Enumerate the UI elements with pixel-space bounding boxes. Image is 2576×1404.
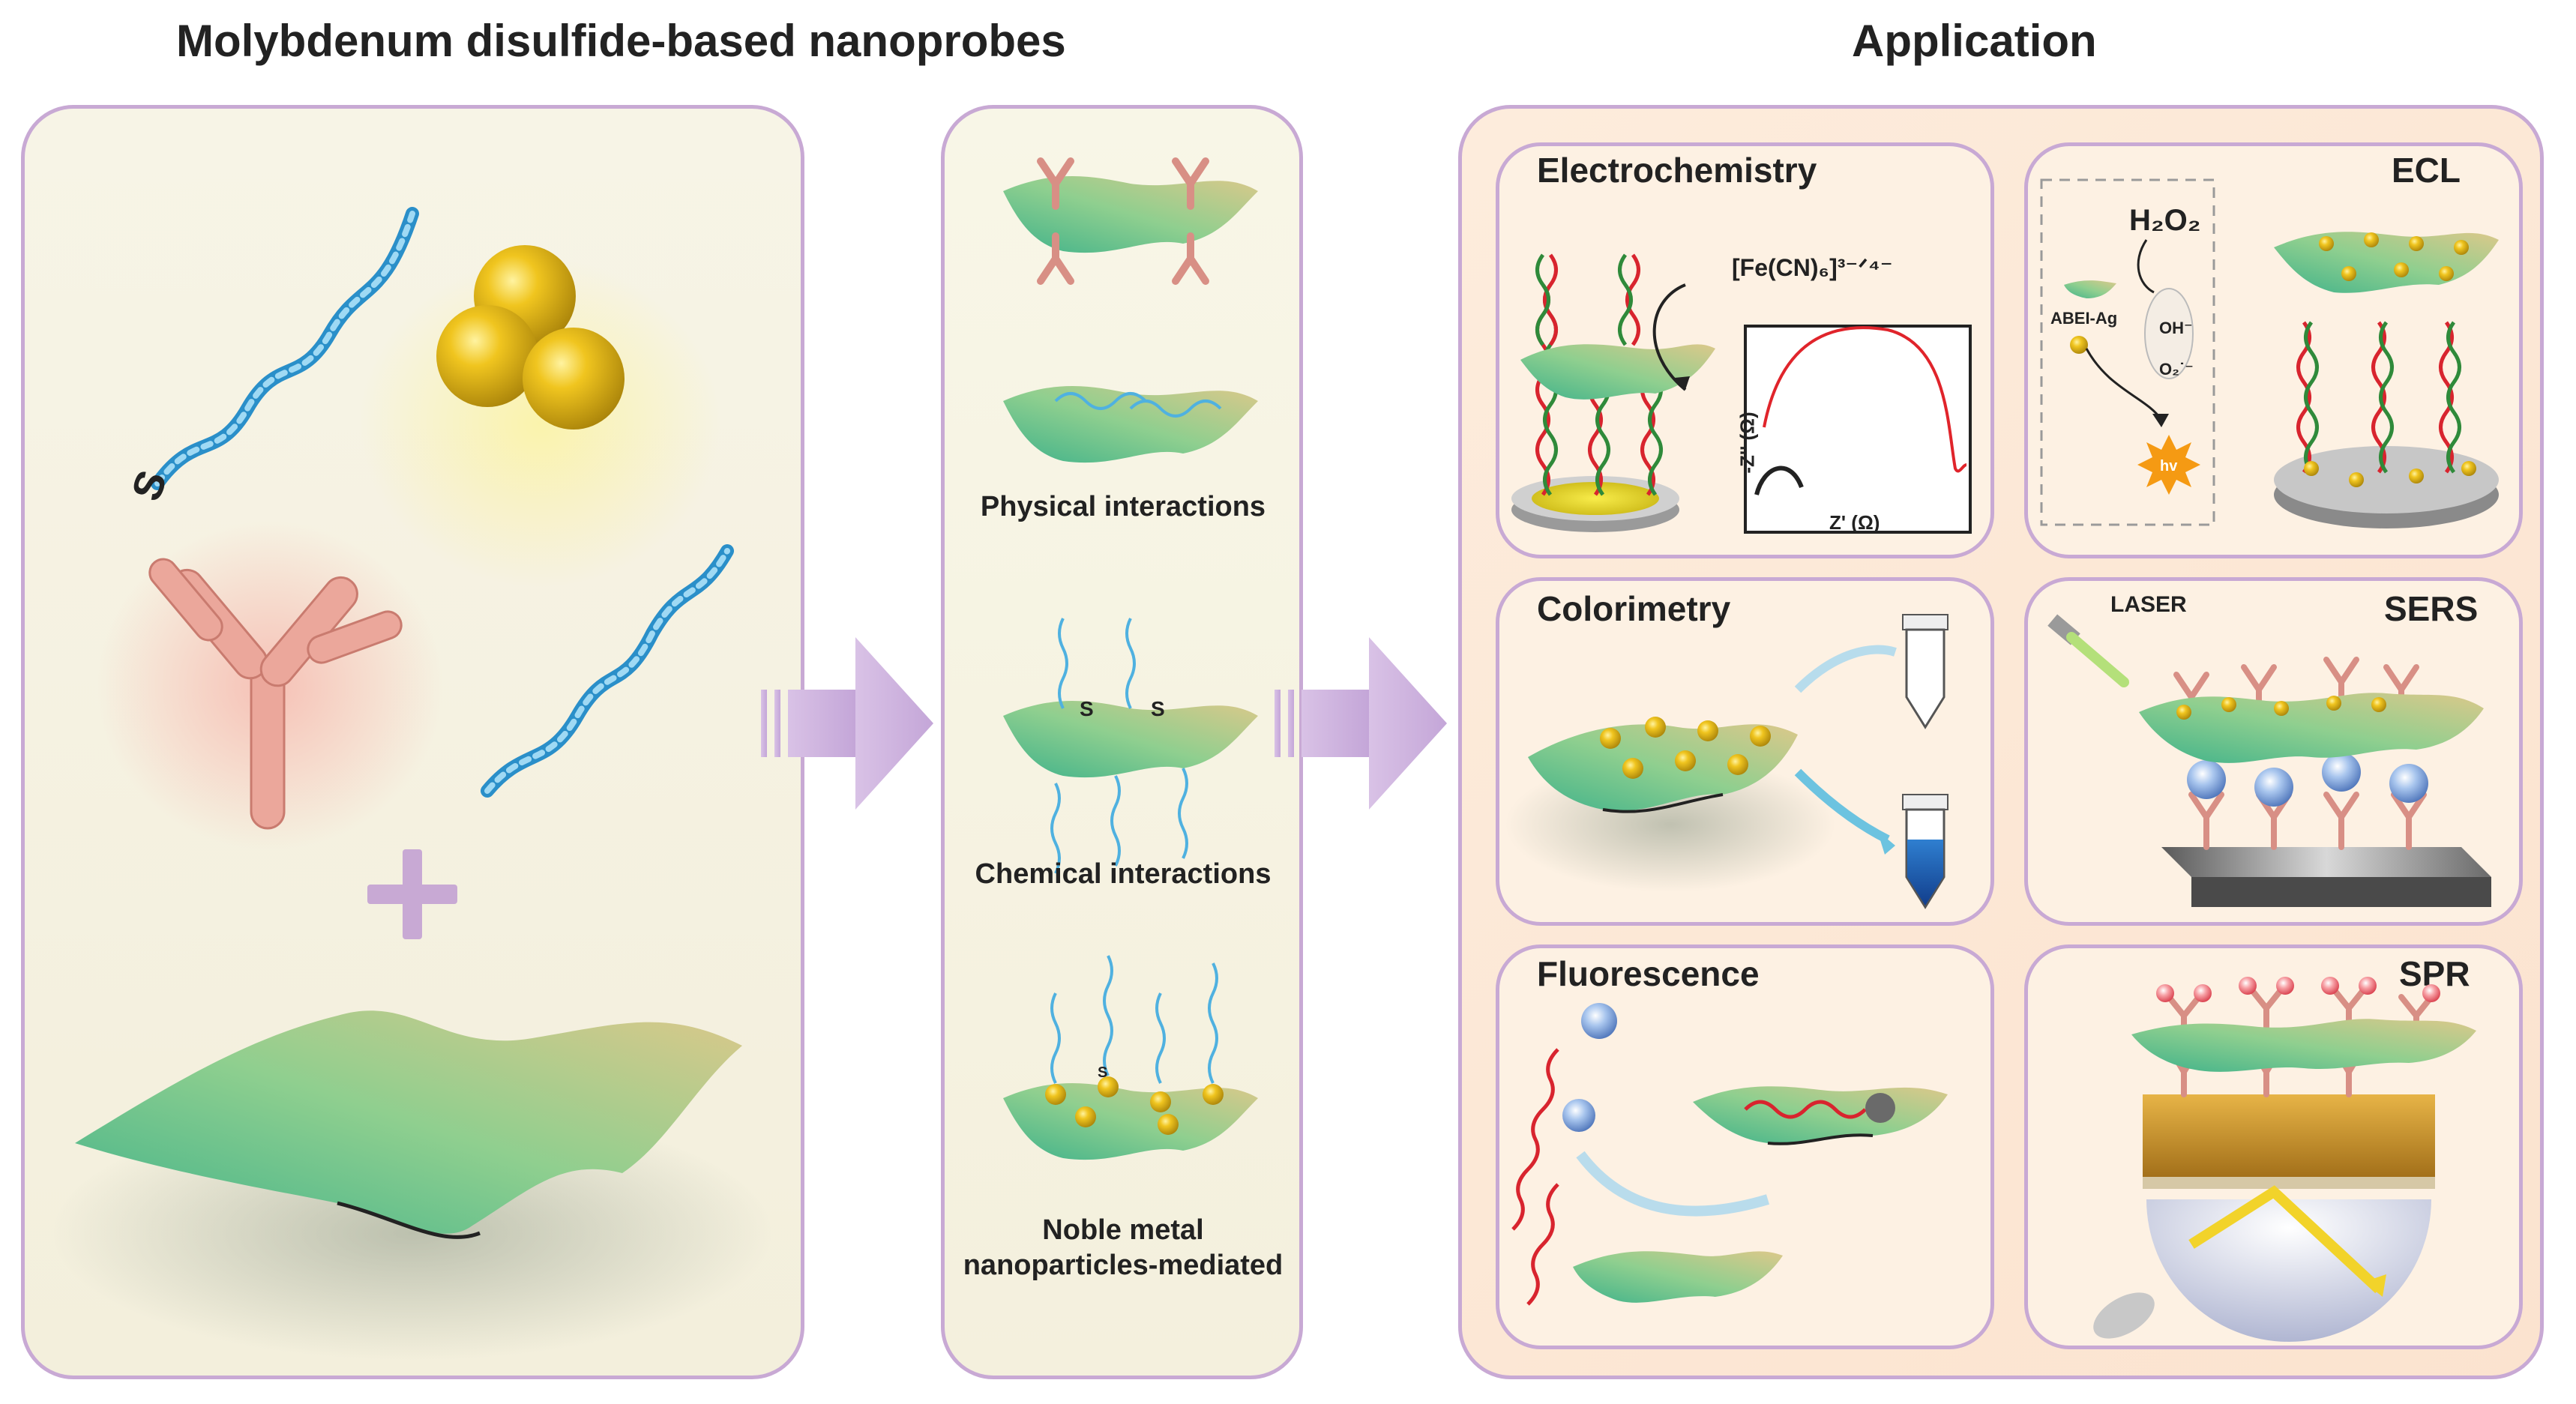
dna-strand-thiol bbox=[151, 207, 419, 490]
electrochemistry-artwork bbox=[1511, 253, 1972, 534]
chemical-s-label-2: S bbox=[1151, 697, 1165, 720]
arrow-right-2 bbox=[1275, 637, 1447, 810]
ecl-artwork bbox=[2040, 178, 2499, 528]
title-fluorescence: Fluorescence bbox=[1537, 954, 1760, 993]
sers-artwork bbox=[2047, 614, 2491, 907]
title-ecl: ECL bbox=[2392, 151, 2461, 190]
left-panel-artwork bbox=[52, 207, 772, 1361]
title-colorimetry: Colorimetry bbox=[1537, 589, 1731, 628]
ferricyanide-label: [Fe(CN)₆]³⁻ᐟ⁴⁻ bbox=[1732, 254, 1893, 281]
spr-artwork bbox=[2093, 977, 2476, 1342]
left-title: Molybdenum disulfide-based nanoprobes bbox=[176, 16, 1066, 66]
label-noble-metal-line1: Noble metal bbox=[1042, 1214, 1204, 1246]
tube-blue bbox=[1902, 794, 1948, 909]
antibody-icon bbox=[148, 558, 403, 830]
plus-icon bbox=[367, 849, 457, 939]
colorimetry-artwork bbox=[1505, 614, 1948, 909]
mos2-sheet bbox=[75, 1010, 742, 1239]
chemical-s-label-1: S bbox=[1080, 697, 1094, 720]
label-chemical-interactions: Chemical interactions bbox=[975, 858, 1272, 890]
label-physical-interactions: Physical interactions bbox=[980, 491, 1266, 522]
superoxide-label: O₂˙⁻ bbox=[2159, 360, 2194, 379]
sheet-noble-metal bbox=[1003, 955, 1258, 1160]
right-title: Application bbox=[1852, 16, 2097, 66]
sheet-chemical-strands bbox=[1003, 618, 1258, 874]
gold-nanoparticle-cluster bbox=[436, 245, 625, 430]
tube-empty bbox=[1902, 614, 1948, 729]
nyquist-y-label: -Z'' (Ω) bbox=[1736, 412, 1759, 474]
middle-panel-artwork bbox=[1003, 157, 1258, 1160]
title-sers: SERS bbox=[2384, 589, 2479, 628]
nyquist-x-label: Z' (Ω) bbox=[1829, 511, 1880, 534]
sheet-antibodies bbox=[1003, 157, 1258, 285]
noble-s-label: S bbox=[1098, 1064, 1108, 1081]
dna-strand bbox=[481, 544, 734, 798]
abei-ag-label: ABEI-Ag bbox=[2050, 309, 2118, 328]
title-electrochemistry: Electrochemistry bbox=[1537, 151, 1817, 190]
h2o2-label: H₂O₂ bbox=[2129, 204, 2201, 237]
laser-label: LASER bbox=[2110, 592, 2187, 617]
oh-label: OH⁻ bbox=[2159, 319, 2193, 337]
hv-label: hv bbox=[2160, 458, 2178, 474]
label-noble-metal-line2: nanoparticles-mediated bbox=[963, 1250, 1284, 1281]
arrow-right-1 bbox=[761, 637, 933, 810]
fluorescence-artwork bbox=[1511, 1003, 1948, 1306]
sheet-dna-adsorbed bbox=[1003, 386, 1258, 463]
